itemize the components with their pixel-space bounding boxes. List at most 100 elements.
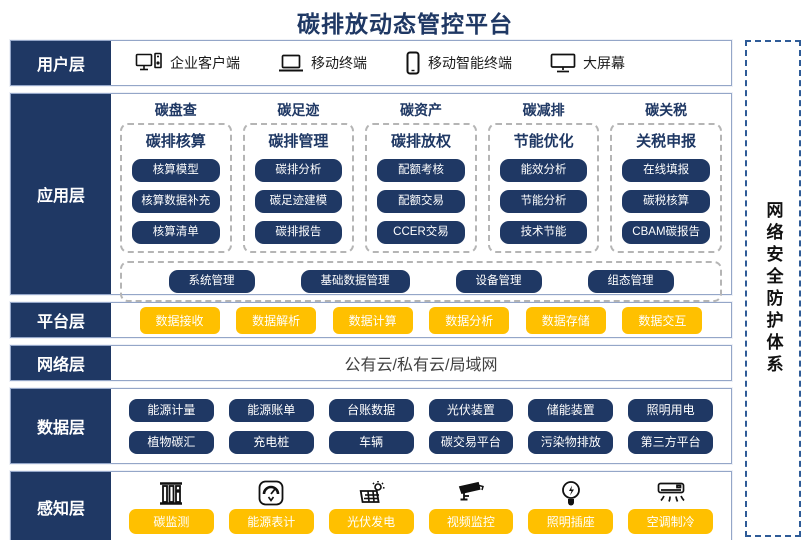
- data-pill: 污染物排放: [528, 430, 614, 454]
- user-item-label: 移动终端: [311, 55, 367, 71]
- app-column-carbon-asset: 碳资产 碳排放权 配额考核 配额交易 CCER交易: [365, 99, 477, 253]
- data-pill: 照明用电: [628, 398, 713, 422]
- cctv-camera-icon: [456, 477, 486, 509]
- data-pill: 充电桩: [228, 430, 314, 454]
- app-pill: 配额交易: [377, 190, 465, 213]
- app-pill: 核算模型: [131, 159, 220, 182]
- platform-pill: 数据分析: [429, 306, 510, 334]
- user-item-big-screen: 大屏幕: [550, 52, 625, 74]
- perception-pill: 能源表计: [228, 509, 314, 534]
- layer-network-label: 网络层: [11, 346, 111, 380]
- perception-item-video-surveillance: 视频监控: [428, 477, 514, 534]
- page-title: 碳排放动态管控平台: [297, 11, 513, 37]
- app-column-title: 碳排放权: [390, 133, 451, 150]
- app-column-header: 碳盘查: [154, 102, 197, 118]
- energy-meter-icon: [257, 477, 285, 509]
- app-pill: CBAM碳报告: [622, 221, 710, 244]
- platform-pill: 数据接收: [139, 306, 220, 334]
- layer-application-label: 应用层: [11, 94, 111, 294]
- perception-pill: 光伏发电: [328, 509, 414, 534]
- layer-platform-label: 平台层: [11, 303, 111, 337]
- app-column-box: 碳排管理 碳排分析 碳足迹建模 碳排报告: [242, 123, 355, 253]
- platform-pill: 数据解析: [236, 306, 317, 334]
- layer-application: 应用层 碳盘查 碳排核算 核算模型 核算数据补充 核算清单: [10, 93, 732, 302]
- network-cloud-text: 公有云/私有云/局域网: [344, 357, 498, 374]
- data-pill: 第三方平台: [628, 430, 713, 454]
- user-item-label: 大屏幕: [583, 55, 625, 71]
- data-pill: 植物碳汇: [129, 430, 214, 454]
- app-column-carbon-inventory: 碳盘查 碳排核算 核算模型 核算数据补充 核算清单: [120, 99, 232, 253]
- layer-data-label: 数据层: [11, 389, 111, 463]
- app-common-box: 系统管理 基础数据管理 设备管理 组态管理: [120, 261, 722, 302]
- layer-platform: 平台层 数据接收 数据解析 数据计算 数据分析 数据存储 数据交互: [10, 302, 732, 338]
- app-pill: 配额考核: [377, 159, 465, 182]
- app-pill: CCER交易: [377, 221, 465, 244]
- app-common-pill: 组态管理: [587, 270, 674, 293]
- data-pill: 台账数据: [328, 398, 414, 422]
- data-pill: 车辆: [328, 430, 414, 454]
- perception-pill: 照明插座: [528, 509, 614, 534]
- app-pill: 在线填报: [622, 159, 710, 182]
- app-column-carbon-tariff: 碳关税 关税申报 在线填报 碳税核算 CBAM碳报告: [610, 99, 722, 253]
- perception-pill: 视频监控: [428, 509, 514, 534]
- user-item-mobile-terminal: 移动终端: [278, 53, 367, 74]
- app-pill: 碳税核算: [622, 190, 710, 213]
- app-column-title: 碳排核算: [145, 133, 206, 150]
- app-column-box: 碳排放权 配额考核 配额交易 CCER交易: [365, 123, 477, 253]
- app-column-title: 碳排管理: [268, 133, 329, 150]
- app-column-header: 碳足迹: [277, 102, 320, 118]
- app-pill: 碳排报告: [254, 221, 343, 244]
- layer-stack: 用户层 企业客户端: [10, 40, 732, 540]
- perception-pill: 碳监测: [129, 509, 214, 534]
- air-conditioner-icon: [656, 477, 686, 509]
- app-common-pill: 设备管理: [455, 270, 542, 293]
- app-pill: 技术节能: [499, 221, 588, 244]
- user-item-label: 企业客户端: [170, 55, 240, 71]
- user-item-enterprise-client: 企业客户端: [135, 52, 240, 74]
- app-pill: 核算数据补充: [131, 190, 220, 213]
- layer-perception-label: 感知层: [11, 472, 111, 540]
- desktop-pc-icon: [135, 52, 163, 74]
- platform-pill: 数据存储: [525, 306, 606, 334]
- layer-user: 用户层 企业客户端: [10, 40, 732, 86]
- user-item-label: 移动智能终端: [428, 55, 512, 71]
- app-pill: 节能分析: [499, 190, 588, 213]
- light-bulb-icon: [559, 477, 583, 509]
- app-pill: 碳排分析: [254, 159, 343, 182]
- data-pill: 能源计量: [129, 398, 214, 422]
- layer-data: 数据层 能源计量 能源账单 台账数据 光伏装置 储能装置 照明用电 植物碳汇 充…: [10, 388, 732, 464]
- security-sidebar: 网络安全防护体系: [745, 40, 801, 537]
- app-pill: 能效分析: [499, 159, 588, 182]
- perception-item-solar-power: 光伏发电: [328, 477, 414, 534]
- app-column-header: 碳减排: [522, 102, 565, 118]
- security-sidebar-text: 网络安全防护体系: [763, 200, 783, 377]
- user-item-smart-mobile: 移动智能终端: [405, 51, 512, 76]
- app-column-carbon-footprint: 碳足迹 碳排管理 碳排分析 碳足迹建模 碳排报告: [242, 99, 355, 253]
- data-pill: 光伏装置: [428, 398, 514, 422]
- solar-power-icon: [356, 477, 386, 509]
- layer-user-label: 用户层: [11, 41, 111, 85]
- app-column-carbon-reduction: 碳减排 节能优化 能效分析 节能分析 技术节能: [487, 99, 600, 253]
- app-column-title: 关税申报: [636, 133, 697, 150]
- data-pill: 储能装置: [528, 398, 614, 422]
- perception-pill: 空调制冷: [628, 509, 713, 534]
- data-pill: 能源账单: [228, 398, 314, 422]
- perception-item-air-conditioning: 空调制冷: [628, 477, 713, 534]
- smartphone-icon: [405, 51, 421, 76]
- perception-item-carbon-monitoring: 碳监测: [129, 477, 214, 534]
- app-column-header: 碳关税: [645, 102, 688, 118]
- layer-perception: 感知层 碳监测: [10, 471, 732, 540]
- platform-pill: 数据交互: [622, 306, 703, 334]
- carbon-monitor-icon: [157, 477, 185, 509]
- app-common-pill: 基础数据管理: [300, 270, 410, 293]
- app-column-box: 碳排核算 核算模型 核算数据补充 核算清单: [120, 123, 232, 253]
- big-screen-icon: [550, 52, 576, 74]
- platform-pill: 数据计算: [332, 306, 413, 334]
- app-column-header: 碳资产: [399, 102, 442, 118]
- app-pill: 核算清单: [131, 221, 220, 244]
- app-common-pill: 系统管理: [168, 270, 255, 293]
- perception-item-lighting-socket: 照明插座: [528, 477, 614, 534]
- app-column-title: 节能优化: [513, 133, 574, 150]
- app-column-box: 关税申报 在线填报 碳税核算 CBAM碳报告: [610, 123, 722, 253]
